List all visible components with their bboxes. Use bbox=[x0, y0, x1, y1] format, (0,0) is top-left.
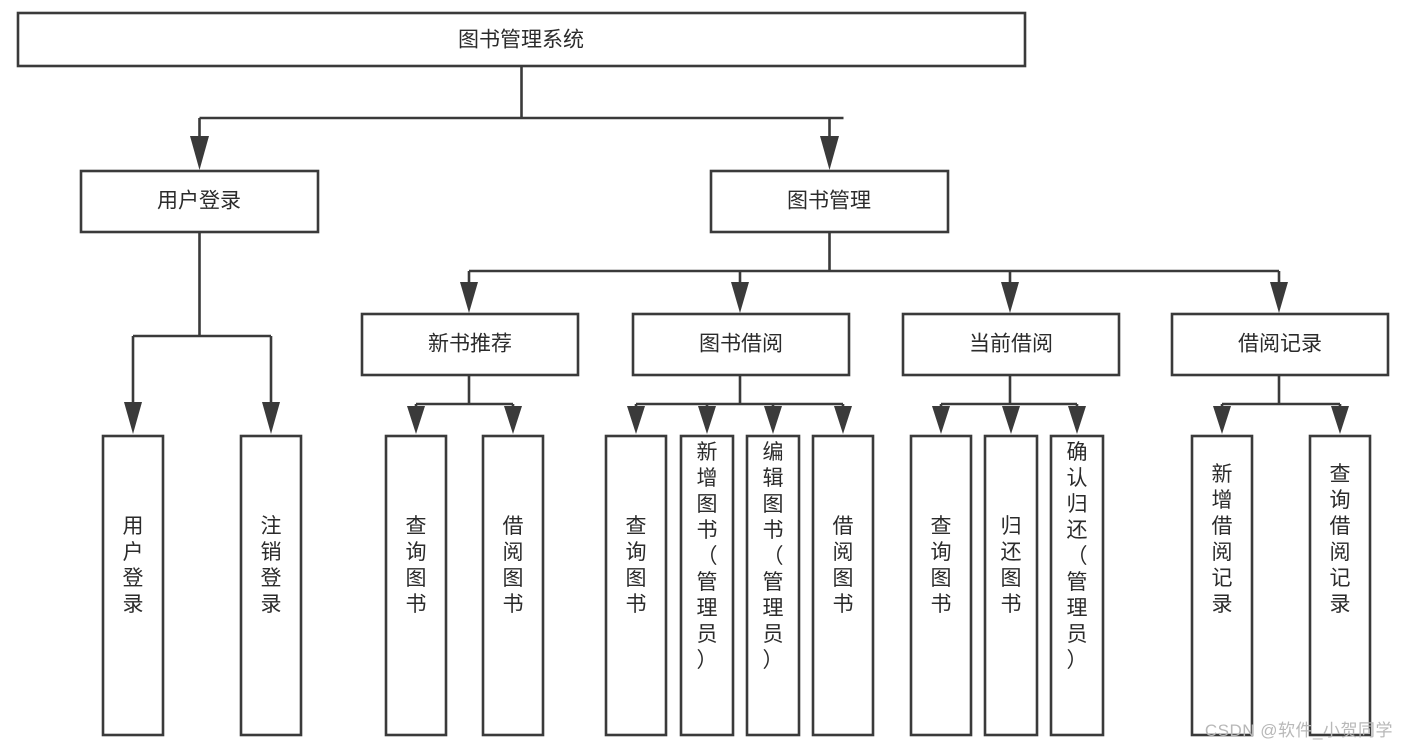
leaf-query-book-3-box[interactable] bbox=[909, 434, 973, 737]
arrow-head-leaf-user-login bbox=[124, 402, 142, 434]
node-current-borrow-label: 当前借阅 bbox=[969, 333, 1053, 356]
leaf-add-record-label: 新增借阅记录 bbox=[1212, 463, 1233, 616]
arrow-head-leaf-add-book bbox=[698, 406, 716, 434]
node-root[interactable]: 图书管理系统 bbox=[16, 11, 1027, 68]
arrow-head-book-borrow bbox=[731, 282, 749, 313]
arrow-head-leaf-borrow-book-2 bbox=[834, 406, 852, 434]
node-root-label: 图书管理系统 bbox=[458, 29, 584, 52]
leaf-query-book-3-label: 查询图书 bbox=[931, 515, 952, 616]
arrow-head-new-book-recommend bbox=[460, 282, 478, 313]
node-user-login-label: 用户登录 bbox=[157, 190, 241, 213]
leaf-add-book-label: 新增图书（管理员） bbox=[697, 441, 718, 672]
node-borrow-record[interactable]: 借阅记录 bbox=[1170, 312, 1390, 377]
leaf-user-logout-box[interactable] bbox=[239, 434, 303, 737]
connector-layer bbox=[124, 66, 1349, 434]
leaf-node-borrow-book-1[interactable]: 借阅图书 bbox=[481, 434, 545, 737]
leaf-user-login-box[interactable] bbox=[101, 434, 165, 737]
leaf-confirm-return-label: 确认归还（管理员） bbox=[1067, 441, 1088, 672]
leaf-node-query-book-3[interactable]: 查询图书 bbox=[909, 434, 973, 737]
arrow-head-leaf-confirm-return bbox=[1068, 406, 1086, 434]
leaf-node-user-login[interactable]: 用户登录 bbox=[101, 434, 165, 737]
csdn-watermark: CSDN @软件_小贺同学 bbox=[1204, 721, 1393, 740]
leaf-borrow-book-1-box[interactable] bbox=[481, 434, 545, 737]
leaf-borrow-book-2-label: 借阅图书 bbox=[833, 515, 854, 616]
leaf-query-record-label: 查询借阅记录 bbox=[1330, 463, 1351, 616]
leaf-return-book-label: 归还图书 bbox=[1001, 515, 1022, 616]
leaf-node-return-book[interactable]: 归还图书 bbox=[983, 434, 1039, 737]
node-new-book-recommend-label: 新书推荐 bbox=[428, 333, 512, 356]
arrow-head-leaf-query-record bbox=[1331, 406, 1349, 434]
leaf-confirm-return-box[interactable] bbox=[1049, 434, 1105, 737]
node-book-manage-box[interactable] bbox=[709, 169, 950, 234]
leaf-add-book-box[interactable] bbox=[679, 434, 735, 737]
leaf-node-query-book-2[interactable]: 查询图书 bbox=[604, 434, 668, 737]
leaf-node-query-record[interactable]: 查询借阅记录 bbox=[1308, 434, 1372, 737]
leaf-borrow-book-1-label: 借阅图书 bbox=[503, 515, 524, 616]
arrow-head-leaf-query-book-3 bbox=[932, 406, 950, 434]
leaf-node-borrow-book-2[interactable]: 借阅图书 bbox=[811, 434, 875, 737]
node-user-login-box[interactable] bbox=[79, 169, 320, 234]
arrow-head-leaf-user-logout bbox=[262, 402, 280, 434]
leaf-user-login-label: 用户登录 bbox=[123, 515, 144, 616]
leaf-borrow-book-2-box[interactable] bbox=[811, 434, 875, 737]
leaf-node-user-logout[interactable]: 注销登录 bbox=[239, 434, 303, 737]
arrow-head-leaf-edit-book bbox=[764, 406, 782, 434]
leaf-query-book-2-label: 查询图书 bbox=[626, 515, 647, 616]
leaf-query-record-box[interactable] bbox=[1308, 434, 1372, 737]
arrow-head-user-login bbox=[190, 136, 209, 170]
node-new-book-recommend[interactable]: 新书推荐 bbox=[360, 312, 580, 377]
node-new-book-recommend-box[interactable] bbox=[360, 312, 580, 377]
leaf-node-add-record[interactable]: 新增借阅记录 bbox=[1190, 434, 1254, 737]
arrow-head-leaf-add-record bbox=[1213, 406, 1231, 434]
node-root-box[interactable] bbox=[16, 11, 1027, 68]
node-user-login[interactable]: 用户登录 bbox=[79, 169, 320, 234]
leaf-user-logout-label: 注销登录 bbox=[261, 515, 282, 616]
leaf-node-query-book-1[interactable]: 查询图书 bbox=[384, 434, 448, 737]
node-borrow-record-label: 借阅记录 bbox=[1238, 333, 1322, 356]
node-borrow-record-box[interactable] bbox=[1170, 312, 1390, 377]
leaf-query-book-1-label: 查询图书 bbox=[406, 515, 427, 616]
leaf-add-record-box[interactable] bbox=[1190, 434, 1254, 737]
node-current-borrow[interactable]: 当前借阅 bbox=[901, 312, 1121, 377]
node-current-borrow-box[interactable] bbox=[901, 312, 1121, 377]
node-book-borrow-label: 图书借阅 bbox=[699, 333, 783, 356]
leaf-edit-book-label: 编辑图书（管理员） bbox=[763, 441, 784, 672]
node-book-borrow[interactable]: 图书借阅 bbox=[631, 312, 851, 377]
node-book-borrow-box[interactable] bbox=[631, 312, 851, 377]
arrow-head-current-borrow bbox=[1001, 282, 1019, 313]
leaf-query-book-1-box[interactable] bbox=[384, 434, 448, 737]
leaf-query-book-2-box[interactable] bbox=[604, 434, 668, 737]
arrow-head-leaf-return-book bbox=[1002, 406, 1020, 434]
node-book-manage-label: 图书管理 bbox=[787, 190, 871, 213]
leaf-edit-book-box[interactable] bbox=[745, 434, 801, 737]
arrow-head-leaf-query-book-2 bbox=[627, 406, 645, 434]
leaf-node-edit-book[interactable]: 编辑图书（管理员） bbox=[745, 434, 801, 737]
node-book-manage[interactable]: 图书管理 bbox=[709, 169, 950, 234]
leaf-node-confirm-return[interactable]: 确认归还（管理员） bbox=[1049, 434, 1105, 737]
arrow-head-leaf-query-book-1 bbox=[407, 406, 425, 434]
leaf-return-book-box[interactable] bbox=[983, 434, 1039, 737]
arrow-head-borrow-record bbox=[1270, 282, 1288, 313]
leaf-node-add-book[interactable]: 新增图书（管理员） bbox=[679, 434, 735, 737]
arrow-head-book-manage bbox=[820, 136, 839, 170]
arrow-head-leaf-borrow-book-1 bbox=[504, 406, 522, 434]
